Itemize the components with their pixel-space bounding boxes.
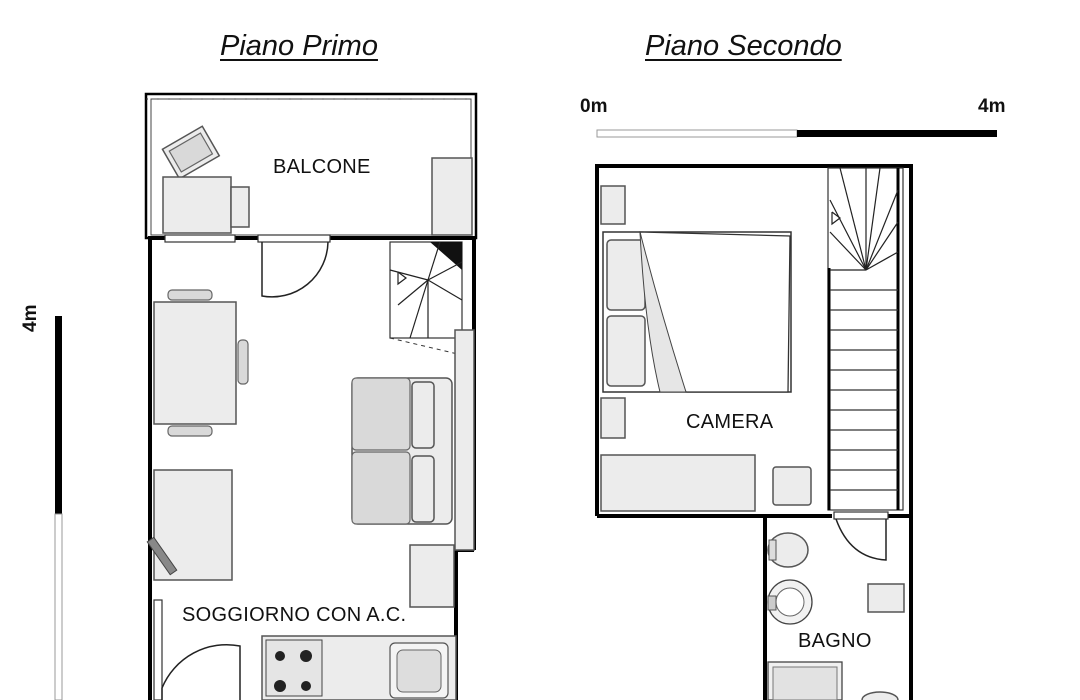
balcony-chair <box>230 186 250 228</box>
vertical-scale-bar <box>54 316 63 700</box>
desk <box>146 469 233 581</box>
scale-end-label: 4m <box>978 96 1006 117</box>
horizontal-scale-bar <box>596 129 997 138</box>
bedroom-label: CAMERA <box>686 411 774 433</box>
nightstand-top <box>600 185 626 225</box>
nightstand-bottom <box>600 397 626 439</box>
bathroom-door-frame <box>833 511 889 520</box>
balcony-door-swing <box>261 241 329 298</box>
balcony-window <box>164 234 236 243</box>
kitchen-counter <box>261 635 457 700</box>
entry-door-frame <box>153 599 163 700</box>
scale-start-label: 0m <box>580 96 608 117</box>
living-wall-cabinet <box>454 329 475 551</box>
bathroom-fixtures <box>767 532 905 700</box>
entry-door-swing <box>161 643 241 700</box>
lounge-chair <box>161 125 221 180</box>
second-floor-title: Piano Secondo <box>645 30 842 62</box>
side-cabinet <box>409 544 455 608</box>
balcony-cabinet <box>431 157 473 236</box>
first-floor-staircase <box>389 241 463 356</box>
bathroom-label: BAGNO <box>798 630 872 652</box>
balcony-table <box>162 176 232 234</box>
living-room-label: SOGGIORNO CON A.C. <box>182 604 407 626</box>
double-bed <box>602 231 792 393</box>
second-floor-plan <box>595 164 913 700</box>
first-floor-title: Piano Primo <box>220 30 378 62</box>
balcony-label: BALCONE <box>273 156 371 178</box>
dining-table <box>153 289 249 437</box>
wardrobe <box>600 454 756 512</box>
bathroom-door-swing <box>835 518 887 561</box>
bedroom-chair <box>772 466 812 506</box>
second-floor-staircase <box>827 167 904 511</box>
sofa <box>351 377 453 525</box>
second-floor-walls <box>595 164 913 700</box>
balcony-door-frame <box>257 234 331 243</box>
first-floor-plan <box>144 92 478 700</box>
